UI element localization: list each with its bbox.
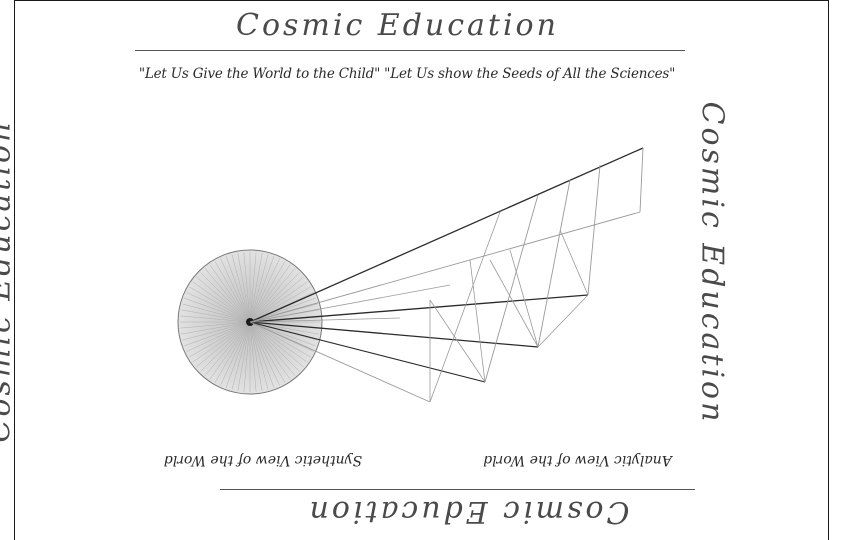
- caption-analytic: Analytic View of the World: [483, 452, 672, 468]
- zigzag-line: [537, 179, 571, 348]
- ray-line: [249, 284, 451, 323]
- zigzag-line: [559, 229, 589, 296]
- caption-synthetic: Synthetic View of the World: [163, 452, 363, 468]
- rule-top: [135, 50, 685, 51]
- ray-line: [249, 321, 539, 348]
- ray-line: [249, 211, 641, 323]
- ray-line: [249, 321, 431, 403]
- zigzag-lines: [429, 147, 644, 403]
- ray-line: [249, 147, 644, 323]
- title-bottom: Cosmic Education: [306, 494, 630, 529]
- ray-line: [249, 294, 589, 323]
- ray-line: [249, 321, 486, 383]
- rays: [249, 147, 644, 403]
- frame-border: [14, 0, 829, 540]
- zigzag-line: [429, 211, 501, 403]
- zigzag-line: [537, 294, 589, 348]
- zigzag-line: [587, 164, 601, 296]
- zigzag-line: [484, 194, 539, 383]
- zigzag-line: [489, 259, 539, 348]
- ray-line: [249, 317, 401, 323]
- zigzag-line: [639, 147, 644, 213]
- zigzag-line: [469, 259, 486, 383]
- title-top: Cosmic Education: [236, 8, 559, 43]
- motto: "Let Us Give the World to the Child" "Le…: [138, 66, 676, 82]
- zigzag-line: [429, 299, 486, 383]
- zigzag-line: [509, 249, 539, 348]
- rule-bottom: [220, 489, 695, 490]
